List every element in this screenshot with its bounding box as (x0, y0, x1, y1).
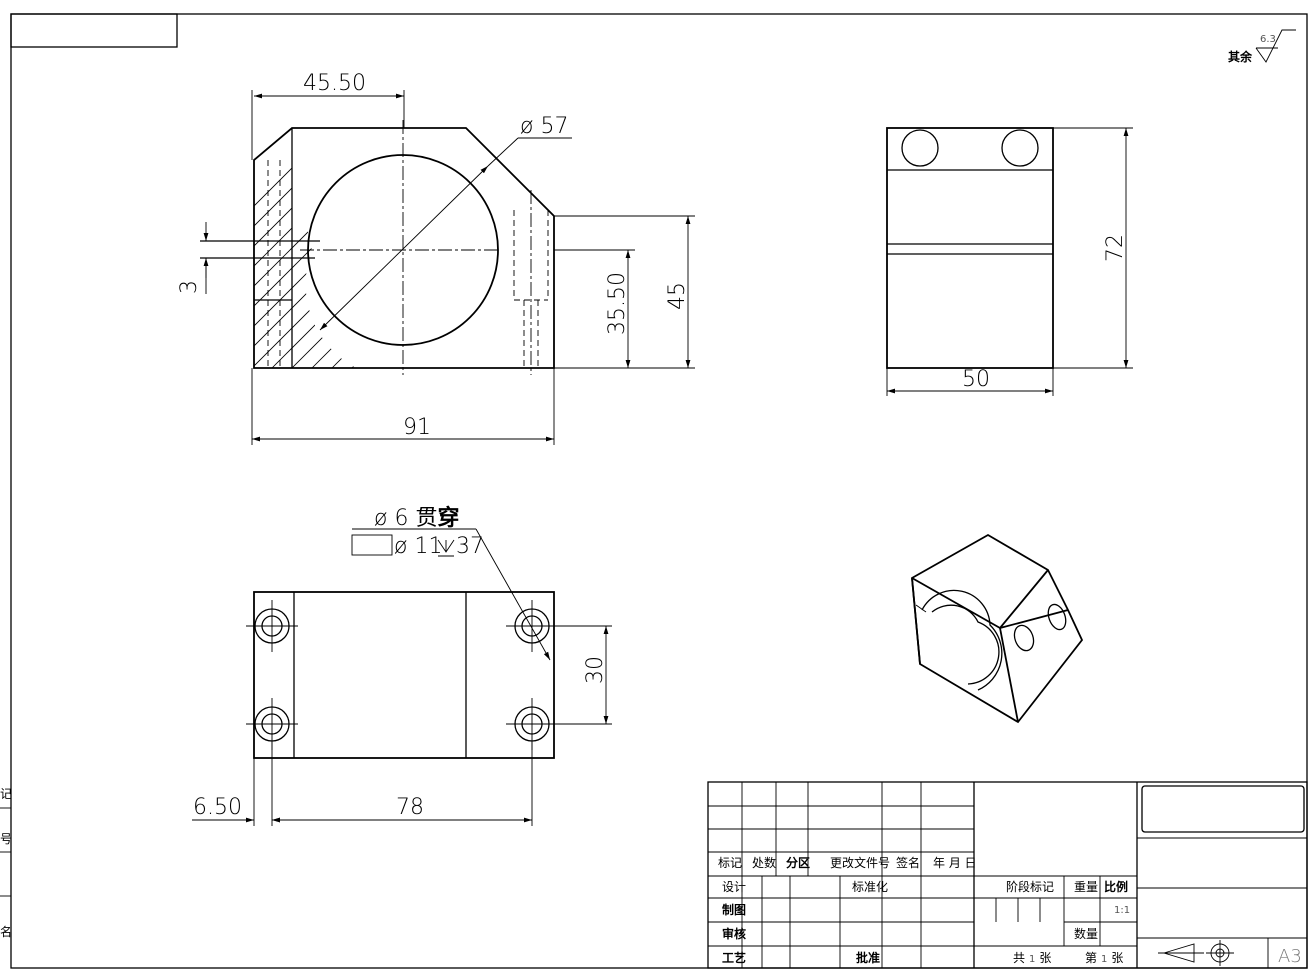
drawing-number-box (10, 13, 178, 48)
dim-hole-spacing-v: 30 (583, 656, 608, 684)
mounting-hole (506, 600, 558, 652)
tb-header-sign: 签名 (896, 855, 920, 870)
roughness-symbol: 其余 6.3 (1228, 29, 1296, 64)
margin-label: 号 (0, 832, 12, 846)
dim-top-width: 45.50 (303, 71, 366, 96)
tb-quantity: 数量 (1074, 926, 1098, 941)
tb-process: 工艺 (722, 950, 746, 965)
dim-hole-spacing-h: 78 (396, 795, 424, 820)
dim-step-height: 45 (665, 282, 690, 310)
dim-side-height: 72 (1103, 234, 1128, 262)
dim-diameter: ø 57 (520, 114, 568, 139)
tb-drawing: 制图 (722, 902, 746, 917)
tb-header-mark: 标记 (718, 856, 742, 870)
tb-weight: 重量 (1074, 880, 1098, 894)
tb-scale: 比例 (1104, 879, 1128, 894)
dim-side-width: 50 (962, 367, 990, 392)
sheet-border (10, 13, 1308, 969)
tb-header-zone: 分区 (786, 855, 810, 870)
tb-approve: 批准 (856, 950, 880, 965)
title-block: 标记 处数 分区 更改文件号 签名 年 月 日 设计 制图 审核 工艺 标准化 … (707, 781, 1308, 969)
dim-slot: 3 (177, 280, 202, 294)
dim-base-width: 91 (403, 415, 431, 440)
isometric-view (911, 533, 1084, 724)
side-view: 72 50 (886, 127, 1133, 396)
margin-label: 名 (0, 924, 12, 939)
tb-standard: 标准化 (852, 880, 888, 894)
mounting-hole (246, 600, 298, 652)
tb-format: A3 (1278, 946, 1302, 967)
tb-header-doc: 更改文件号 (830, 855, 890, 870)
tb-stage: 阶段标记 (1006, 879, 1054, 894)
hole-depth: 37 (456, 534, 484, 559)
left-margin-labels: 记 号 名 (0, 787, 12, 939)
projection-symbol-icon (1158, 940, 1234, 966)
mounting-hole (246, 698, 298, 750)
mounting-hole (506, 698, 558, 750)
roughness-label: 其余 (1228, 49, 1253, 64)
tb-review: 审核 (722, 926, 746, 941)
hole-note-line2: ø 11 (394, 534, 442, 559)
depth-icon (437, 539, 455, 557)
tb-design: 设计 (722, 880, 746, 894)
tb-header-date: 年 月 日 (933, 856, 977, 870)
hole-note-line1: ø 6 贯穿 (374, 505, 459, 531)
margin-label: 记 (0, 787, 12, 801)
tb-scale-value: 1:1 (1114, 905, 1130, 916)
tb-header-qty: 处数 (752, 855, 776, 870)
roughness-value: 6.3 (1260, 34, 1276, 45)
dim-edge-offset: 6.50 (193, 795, 242, 820)
dim-center-height: 35.50 (605, 272, 630, 335)
plan-view: ø 6 贯穿 ø 11 37 30 6.50 78 (192, 505, 612, 826)
